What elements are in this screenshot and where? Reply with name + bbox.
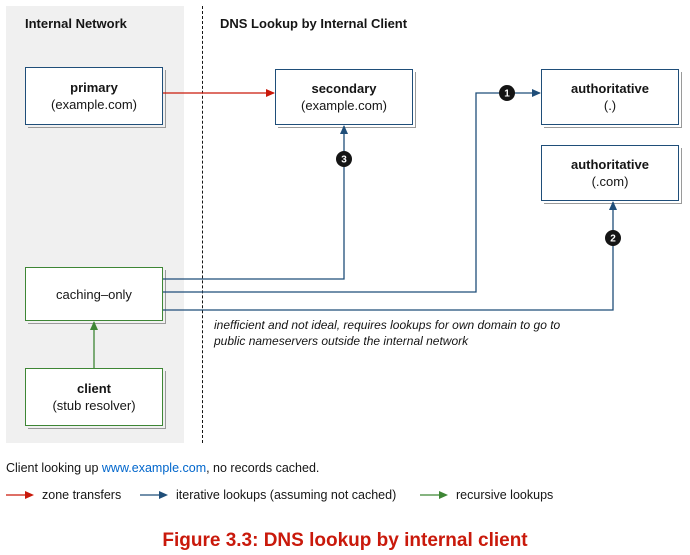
client-shadow — [28, 371, 166, 429]
caption-prefix: Client looking up — [6, 461, 102, 475]
iterative-lookup-secondary-arrow — [163, 125, 348, 280]
inefficiency-note: inefficient and not ideal, requires look… — [214, 317, 560, 349]
caching-only-box: caching–only — [25, 267, 163, 321]
client-detail: (stub resolver) — [52, 398, 136, 413]
primary-name: primary — [70, 80, 118, 95]
authoritative-com-name: authoritative — [570, 157, 649, 172]
primary-shadow — [28, 70, 166, 128]
note-line-2: public nameservers outside the internal … — [214, 334, 469, 348]
client-box: client (stub resolver) — [25, 368, 163, 426]
legend-recursive: recursive lookups — [420, 488, 553, 502]
caching-only-name: caching–only — [56, 286, 132, 302]
green-arrow-icon — [420, 491, 448, 499]
scenario-caption: Client looking up www.example.com, no re… — [6, 461, 319, 475]
primary-detail: (example.com) — [51, 97, 137, 112]
note-line-1: inefficient and not ideal, requires look… — [214, 318, 561, 332]
authoritative-com-detail: (.com) — [591, 174, 629, 189]
internal-network-heading: Internal Network — [25, 16, 127, 31]
authoritative-root-box: authoritative (.) — [541, 69, 679, 125]
authoritative-com-box: authoritative (.com) — [541, 145, 679, 201]
step-3-badge: 3 — [336, 151, 352, 167]
client-name: client — [77, 381, 111, 396]
network-boundary-divider — [202, 6, 203, 443]
authoritative-root-name: authoritative — [570, 81, 649, 96]
legend-zone-transfers-label: zone transfers — [42, 488, 122, 502]
red-arrow-icon — [6, 491, 34, 499]
secondary-name: secondary — [311, 81, 377, 96]
caption-suffix: , no records cached. — [206, 461, 320, 475]
blue-arrow-icon — [140, 491, 168, 499]
legend-iterative: iterative lookups (assuming not cached) — [140, 488, 396, 502]
legend-iterative-label: iterative lookups (assuming not cached) — [176, 488, 397, 502]
step-3-label: 3 — [341, 155, 347, 166]
legend-zone-transfers: zone transfers — [6, 488, 121, 502]
step-2-badge: 2 — [605, 230, 621, 246]
step-1-badge: 1 — [499, 85, 515, 101]
legend-recursive-label: recursive lookups — [456, 488, 554, 502]
iterative-lookup-root-arrow — [163, 89, 541, 293]
step-2-label: 2 — [610, 234, 616, 245]
dns-lookup-heading: DNS Lookup by Internal Client — [220, 16, 408, 31]
figure-title: Figure 3.3: DNS lookup by internal clien… — [162, 530, 528, 551]
secondary-server-box: secondary (example.com) — [275, 69, 413, 125]
step-1-label: 1 — [504, 89, 510, 100]
iterative-lookup-com-arrow — [163, 201, 617, 311]
primary-server-box: primary (example.com) — [25, 67, 163, 125]
authoritative-root-detail: (.) — [603, 98, 617, 113]
secondary-detail: (example.com) — [301, 98, 387, 113]
authoritative-root-shadow — [544, 72, 682, 128]
example-link[interactable]: www.example.com — [101, 461, 207, 475]
